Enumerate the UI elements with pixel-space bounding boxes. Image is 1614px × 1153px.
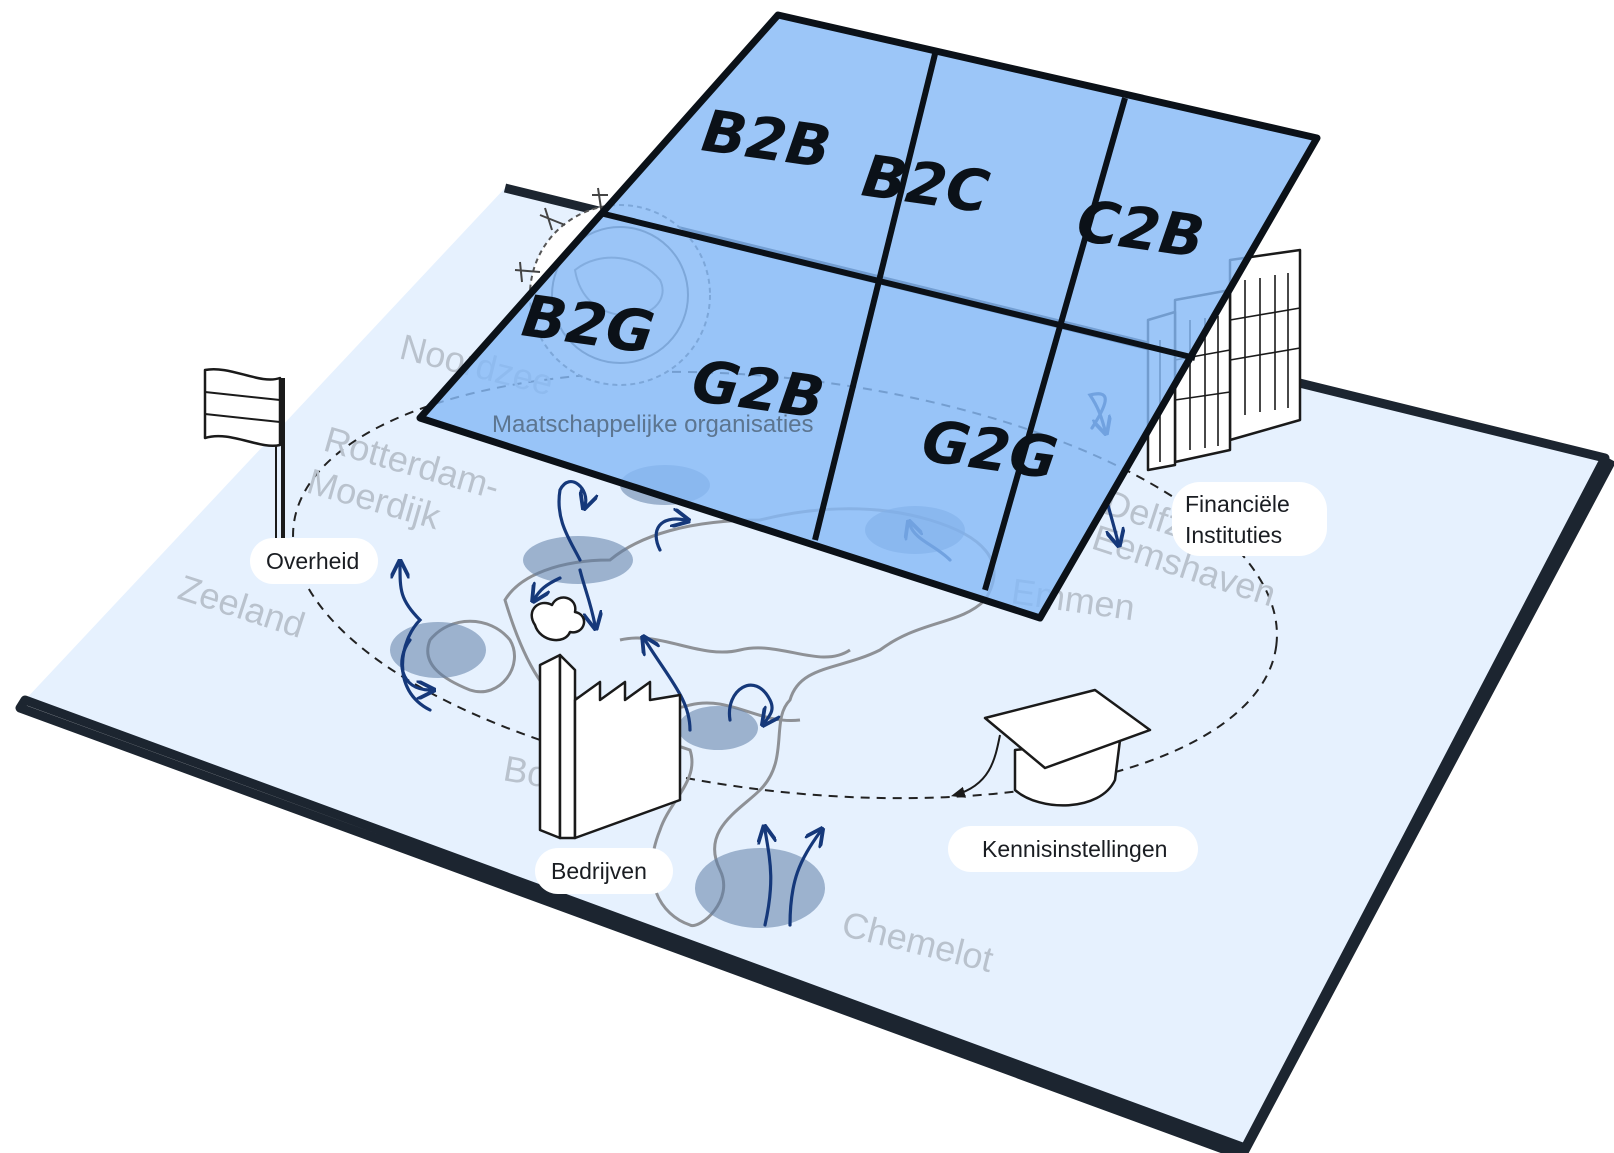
flow-arrow [400,638,430,690]
callout-bedrijven: Bedrijven [535,848,673,894]
flow-arrow [557,480,586,562]
board-edge [15,183,1614,1153]
callout-kennisinstellingen: Kennisinstellingen [948,826,1198,872]
actor-kennisinstellingen: Kennisinstellingen [982,836,1167,862]
grid-divider [812,53,938,541]
grid-frame [416,11,1321,622]
activity-blob [390,622,486,678]
grid-divider [982,97,1128,591]
activity-blob [523,536,633,584]
factory-icon [530,596,682,840]
callout-overheid: Overheid [250,538,378,584]
flow-arrow [788,832,820,927]
callout-financiele-instituties: Financiële Instituties [1172,482,1327,556]
actor-financiele-line2: Instituties [1185,522,1282,548]
graduation-cap-icon [950,688,1152,807]
grid-divider [599,210,1196,361]
flow-arrow [535,576,562,598]
actor-financiele-line1: Financiële [1185,491,1290,517]
flow-arrow [765,830,771,927]
ecosystem-ellipse [292,370,1278,800]
flow-arrow [1108,503,1118,542]
actor-overheid: Overheid [266,548,359,574]
flow-arrow [400,565,432,712]
flag-icon [203,367,285,548]
actor-bedrijven: Bedrijven [551,858,647,884]
activity-blob [695,848,825,928]
activity-blob [678,706,758,750]
flow-arrow [578,568,595,625]
label-maatschappelijke-organisaties: Maatschappelijke organisaties [492,411,814,438]
business-model-grid: B2B B2C C2B B2G G2B G2G Maatschappelijke… [416,11,1321,622]
flow-arrow [645,640,692,732]
flow-arrow [654,519,685,552]
flow-arrow [727,683,772,722]
